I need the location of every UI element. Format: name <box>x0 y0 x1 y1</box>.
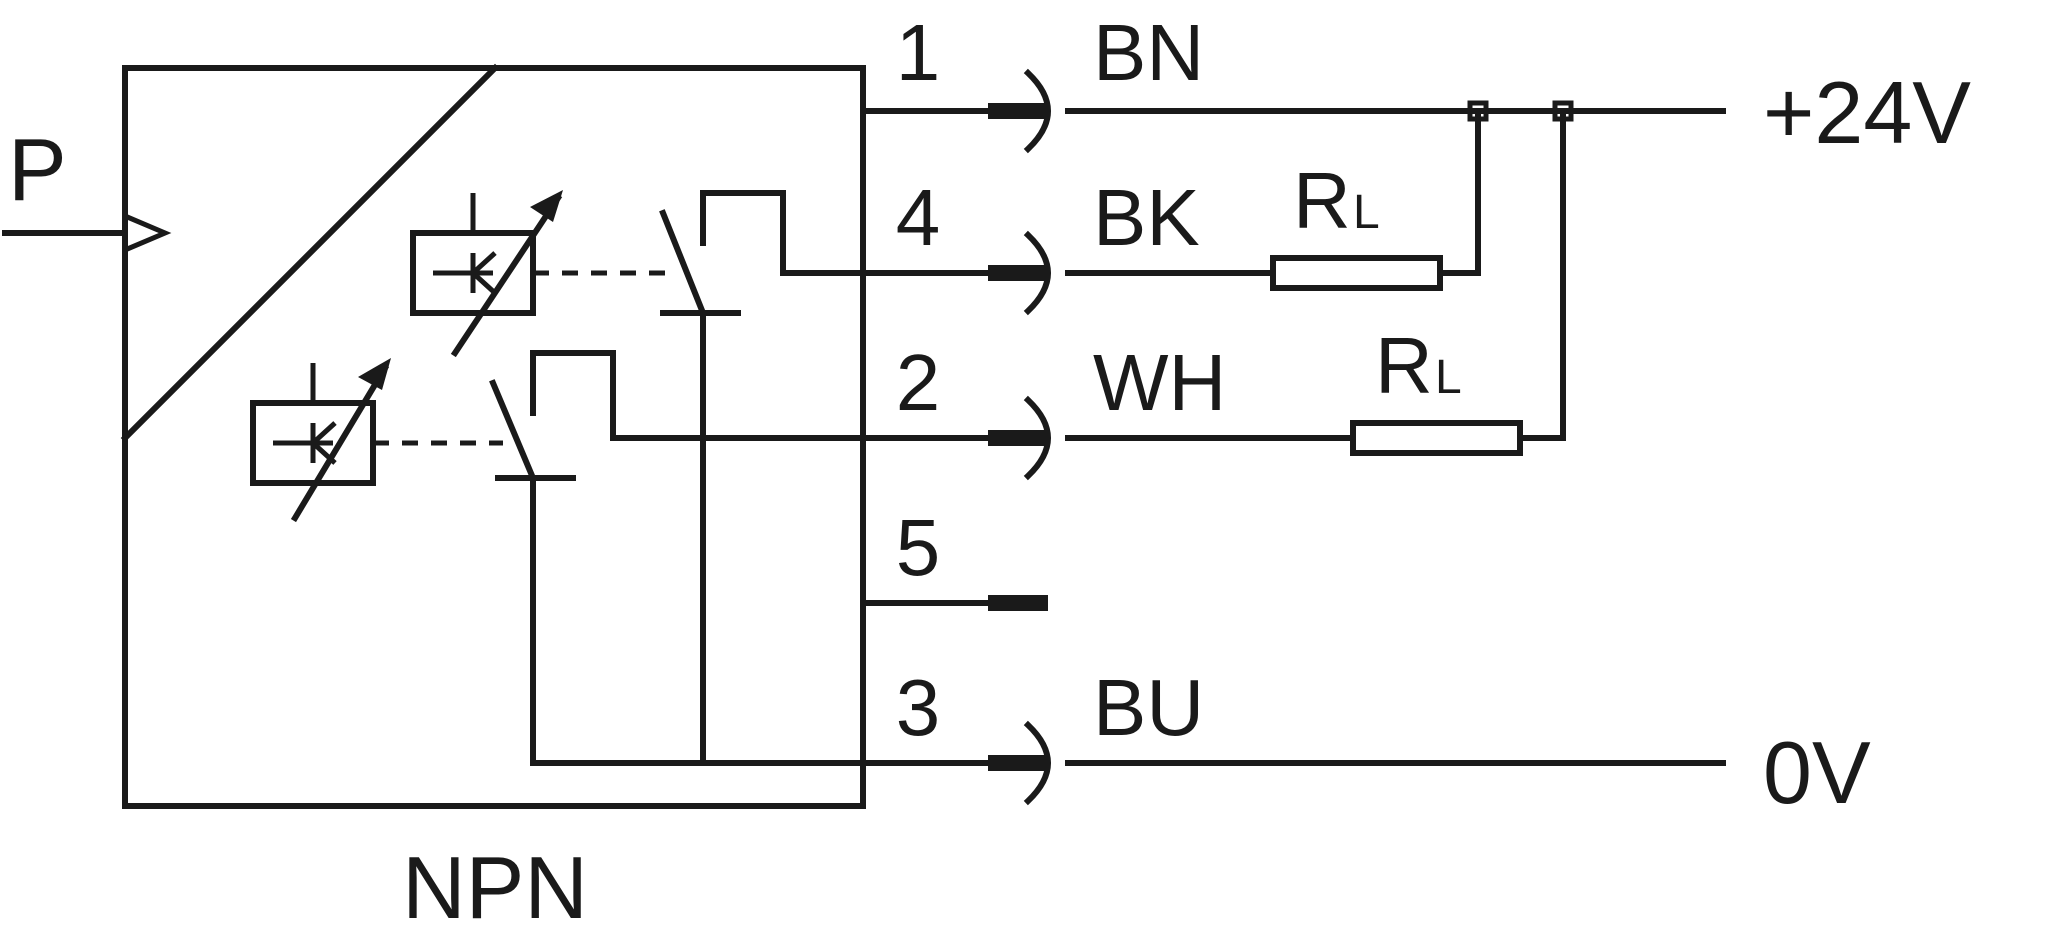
wire-wh-label: WH <box>1093 338 1226 427</box>
wire-bk-label: BK <box>1093 173 1200 262</box>
supply-ground-label: 0V <box>1763 723 1871 822</box>
pin-5-number: 5 <box>896 503 941 592</box>
device-type-label: NPN <box>402 838 588 937</box>
load-1-symbol: R <box>1293 156 1351 245</box>
wire-bu-label: BU <box>1093 663 1204 752</box>
pin-2-number: 2 <box>896 338 941 427</box>
input-label: P <box>8 120 67 219</box>
pin-1-number: 1 <box>896 8 941 97</box>
diagonal-divider <box>120 63 500 443</box>
switch-lower <box>489 350 996 766</box>
supply-positive-label: +24V <box>1763 63 1971 162</box>
pressure-input: P <box>2 120 172 253</box>
load-1-subscript: L <box>1353 186 1380 239</box>
connector-pins <box>988 68 1051 806</box>
pin-4-number: 4 <box>896 173 941 262</box>
load-resistor-2: R L <box>1350 321 1523 456</box>
load-resistor-1: R L <box>1270 156 1443 291</box>
load-2-symbol: R <box>1375 321 1433 410</box>
load-2-subscript: L <box>1435 351 1462 404</box>
comparator-upper-icon <box>410 190 563 358</box>
sensor-body: NPN <box>120 63 866 937</box>
comparator-lower-icon <box>250 358 391 523</box>
switch-upper <box>659 190 996 766</box>
external-wiring <box>1065 100 1726 766</box>
wire-bn-label: BN <box>1093 8 1204 97</box>
pin-3-number: 3 <box>896 663 941 752</box>
